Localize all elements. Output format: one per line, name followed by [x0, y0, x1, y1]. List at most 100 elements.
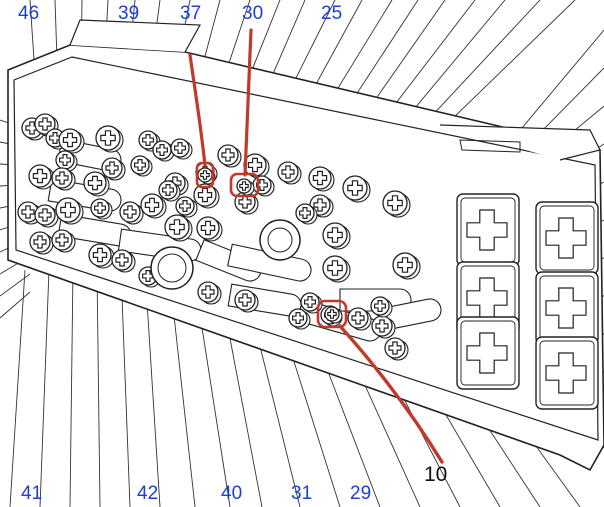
contact-pin-10 — [324, 306, 343, 324]
contact-pin-50-cross-icon — [397, 257, 413, 273]
contact-pin-1-cross-icon — [38, 117, 52, 131]
power-terminal-1 — [535, 201, 599, 275]
pin-label-46: 46 — [18, 3, 40, 24]
contact-pin-50 — [392, 252, 421, 280]
contact-pin-31 — [322, 222, 351, 250]
contact-pin-24-cross-icon — [256, 179, 268, 191]
highlight-line-10 — [338, 324, 444, 464]
power-terminal-0 — [456, 193, 520, 267]
contact-pin-29-cross-icon — [313, 198, 327, 212]
housing-slot — [459, 139, 521, 153]
pin-label-40: 40 — [221, 483, 243, 504]
power-terminal-cross-icon — [466, 209, 508, 251]
pin-label-31: 31 — [291, 483, 313, 504]
contact-pin-52-cross-icon — [134, 159, 146, 171]
contact-pin-9 — [83, 171, 110, 197]
contact-pin-14 — [119, 201, 144, 225]
leader-line — [69, 269, 74, 507]
contact-pin-5-cross-icon — [105, 161, 119, 175]
highlight-box-10 — [316, 299, 348, 329]
contact-pin-15 — [140, 193, 167, 219]
contact-pin-52 — [130, 155, 153, 177]
contact-pin-12-cross-icon — [60, 202, 76, 218]
contact-pin-13 — [90, 198, 113, 220]
contact-pin-16-cross-icon — [142, 134, 154, 146]
contact-pin-25 — [277, 161, 302, 185]
contact-pin-12 — [55, 197, 84, 225]
highlight-box-30 — [229, 172, 260, 198]
contact-pin-3-cross-icon — [62, 132, 78, 148]
contact-pin-41-cross-icon — [238, 293, 252, 307]
contact-pin-47 — [384, 337, 409, 361]
contact-pin-45-cross-icon — [351, 311, 365, 325]
pin-label-30: 30 — [242, 3, 264, 24]
contact-pin-47-cross-icon — [388, 341, 402, 355]
contact-pin-40-cross-icon — [201, 285, 215, 299]
power-terminal-cross-icon — [545, 217, 587, 259]
contact-pin-36-cross-icon — [115, 253, 129, 267]
leader-line — [0, 273, 31, 297]
contact-pin-51-cross-icon — [162, 184, 174, 196]
pin-label-39: 39 — [118, 3, 140, 24]
contact-pin-11 — [34, 204, 59, 228]
contact-pin-5 — [101, 157, 126, 181]
contact-pin-11-cross-icon — [38, 208, 52, 222]
contact-pin-48 — [370, 296, 393, 318]
contact-pin-39 — [196, 216, 223, 242]
contact-pin-4 — [95, 125, 124, 153]
contact-pin-30 — [236, 178, 255, 196]
contact-pin-26-cross-icon — [312, 170, 328, 186]
contact-pin-17-cross-icon — [156, 144, 168, 156]
housing-top-latch — [69, 19, 201, 53]
power-terminal-3 — [535, 271, 599, 345]
contact-pin-53-cross-icon — [179, 200, 191, 212]
contact-pin-38-cross-icon — [169, 219, 185, 235]
contact-pin-32-cross-icon — [238, 195, 252, 209]
contact-pin-46-cross-icon — [375, 319, 389, 333]
contact-pin-36 — [111, 249, 136, 273]
power-terminal-rim — [539, 340, 595, 406]
contact-pin-14-cross-icon — [123, 205, 137, 219]
contact-pin-27 — [342, 175, 371, 203]
contact-pin-7-cross-icon — [32, 168, 48, 184]
contact-pin-37 — [197, 167, 216, 185]
callout-label-10: 10 — [424, 463, 448, 486]
contact-pin-43-cross-icon — [304, 296, 316, 308]
leader-line — [9, 269, 26, 507]
power-terminal-rim — [460, 320, 516, 386]
contact-pin-26 — [308, 166, 335, 192]
power-terminal-cross-icon — [466, 332, 508, 374]
highlight-line-37 — [188, 53, 207, 167]
contact-pin-10-cross-icon — [327, 309, 337, 319]
contact-pin-48-cross-icon — [374, 300, 386, 312]
power-terminal-rim — [539, 205, 595, 271]
large-socket-b-inner — [267, 227, 293, 253]
power-terminal-4 — [456, 316, 520, 390]
contact-pin-34 — [51, 229, 76, 253]
large-socket-a-inner — [157, 253, 187, 283]
highlight-line-30 — [243, 28, 253, 177]
contact-pin-39-cross-icon — [200, 220, 216, 236]
contact-pin-40 — [197, 281, 222, 305]
power-terminal-cross-icon — [545, 352, 587, 394]
contact-pin-18-cross-icon — [174, 142, 186, 154]
power-terminal-5 — [535, 336, 599, 410]
contact-pin-42 — [288, 308, 311, 330]
pin-label-25: 25 — [321, 3, 343, 24]
contact-pin-10-cross-icon — [21, 205, 35, 219]
pin-label-29: 29 — [350, 483, 372, 504]
contact-pin-6-cross-icon — [59, 154, 71, 166]
contact-pin-22 — [217, 144, 242, 168]
contact-pin-28 — [382, 190, 411, 218]
pin-label-37: 37 — [180, 3, 202, 24]
contact-pin-9-cross-icon — [87, 175, 103, 191]
contact-pin-35 — [88, 243, 115, 269]
contact-pin-53 — [175, 196, 198, 218]
contact-pin-38 — [164, 214, 193, 242]
contact-pin-51 — [158, 180, 181, 202]
contact-pin-49-cross-icon — [327, 260, 343, 276]
contact-pin-20 — [193, 183, 220, 209]
pin-label-42: 42 — [137, 483, 159, 504]
